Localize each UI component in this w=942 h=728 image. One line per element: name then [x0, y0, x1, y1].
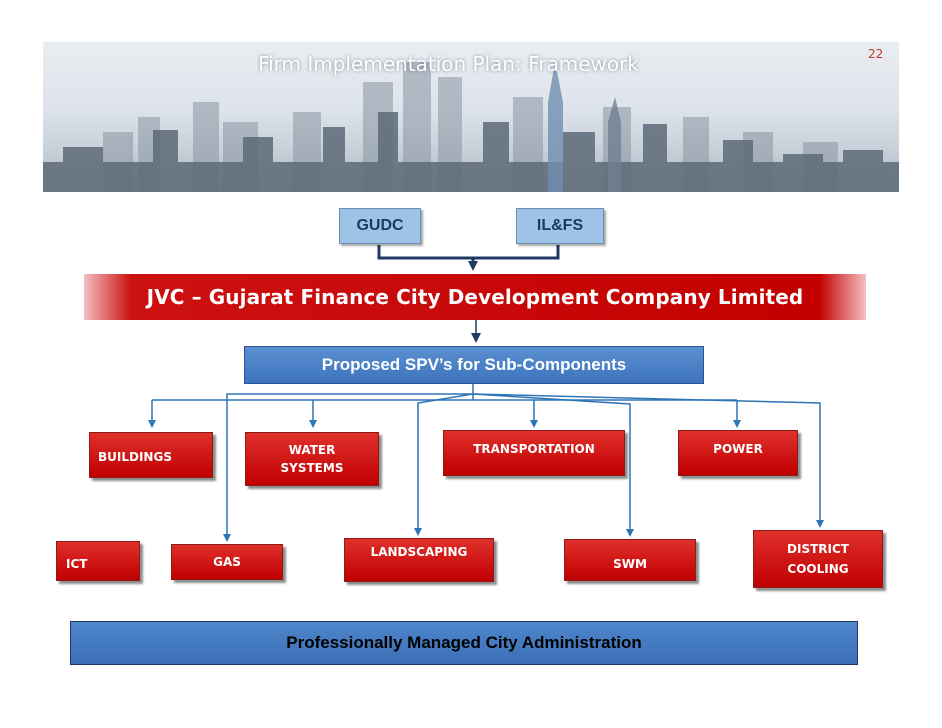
jvc-band: JVC – Gujarat Finance City Development C…	[84, 274, 866, 320]
gudc-label: GUDC	[356, 217, 404, 234]
swm-box: SWM	[564, 539, 696, 581]
ilfs-box: IL&FS	[516, 208, 604, 244]
gas-box: GAS	[171, 544, 283, 580]
city-administration-label: Professionally Managed City Administrati…	[286, 633, 642, 652]
district-label-line1: DISTRICT	[787, 542, 849, 556]
water-label-line1: WATER	[288, 443, 336, 457]
swm-label: SWM	[613, 557, 647, 571]
city-administration-box: Professionally Managed City Administrati…	[70, 621, 858, 665]
landscaping-label: LANDSCAPING	[370, 545, 468, 559]
spv-label: Proposed SPV’s for Sub-Components	[321, 355, 627, 374]
skyline-banner	[43, 42, 899, 192]
spv-component-connectors	[148, 382, 824, 542]
power-label: POWER	[713, 442, 763, 456]
skyline-image	[43, 62, 899, 192]
buildings-box: BUILDINGS	[89, 432, 213, 478]
slide-title: Firm Implementation Plan: Framework	[258, 52, 639, 76]
transportation-box: TRANSPORTATION	[443, 430, 625, 476]
district-label-line2: COOLING	[787, 562, 849, 576]
jvc-label: JVC – Gujarat Finance City Development C…	[146, 285, 804, 309]
gudc-box: GUDC	[339, 208, 421, 244]
ict-box: ICT	[56, 541, 140, 581]
water-label-line2: SYSTEMS	[280, 461, 344, 475]
ict-label: ICT	[66, 557, 88, 571]
spv-box: Proposed SPV’s for Sub-Components	[244, 346, 704, 384]
transportation-label: TRANSPORTATION	[473, 442, 595, 456]
ilfs-label: IL&FS	[536, 217, 584, 234]
water-systems-box: WATER SYSTEMS	[245, 432, 379, 486]
gas-label: GAS	[213, 555, 241, 569]
district-cooling-box: DISTRICT COOLING	[753, 530, 883, 588]
partner-connector	[377, 245, 560, 271]
buildings-label: BUILDINGS	[98, 450, 172, 464]
page-number: 22	[868, 47, 884, 61]
landscaping-box: LANDSCAPING	[344, 538, 494, 582]
power-box: POWER	[678, 430, 798, 476]
